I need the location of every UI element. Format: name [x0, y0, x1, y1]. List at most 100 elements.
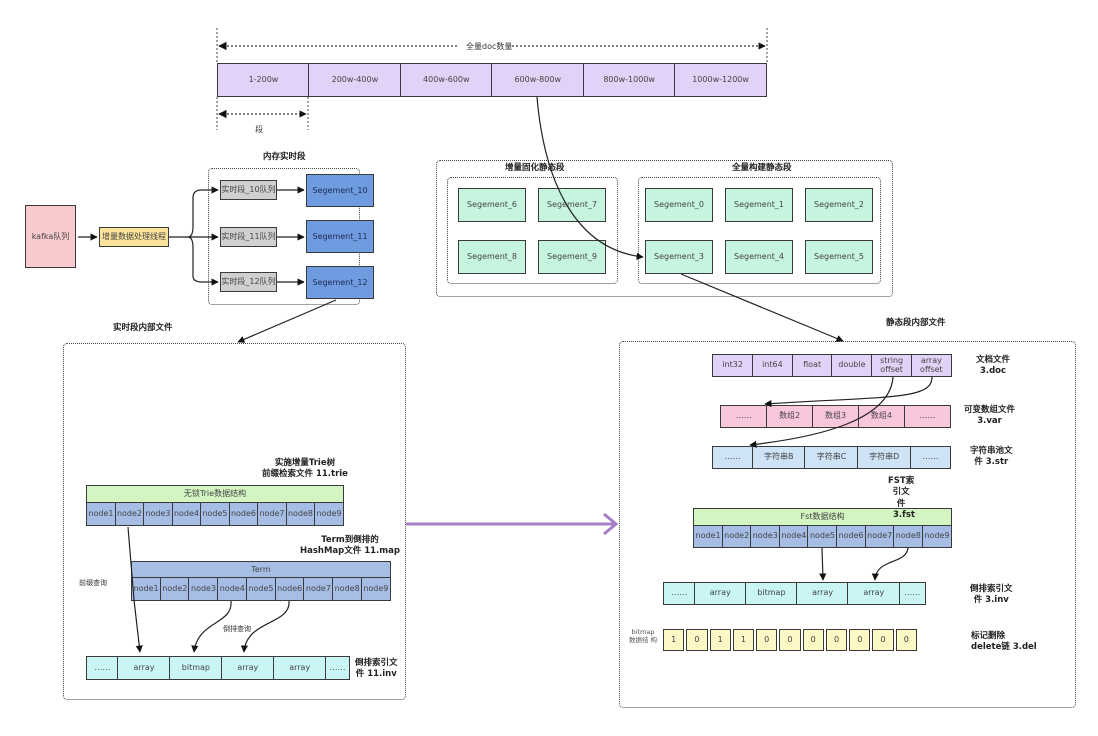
term-node: node9: [360, 577, 391, 601]
term-node: node8: [332, 577, 363, 601]
inv-cell: bitmap: [745, 582, 798, 605]
str-label-line2: 件 3.str: [974, 457, 1009, 468]
fst-node: node7: [864, 525, 895, 548]
str-cell: 字符串B: [751, 446, 806, 469]
fst-header: Fst数据结构 3.fst: [693, 508, 952, 526]
map-file-label: Term到倒排的 HashMap文件 11.map: [300, 535, 400, 558]
bitmap-bit: 0: [802, 629, 824, 651]
range-cell: 1000w-1200w: [674, 63, 768, 97]
var-cell: ……: [720, 405, 768, 428]
fst-node-row: node1 node2 node3 node4 node5 node6 node…: [693, 525, 952, 548]
static-segment: Segement_0: [645, 188, 713, 222]
fst-node: node8: [893, 525, 924, 548]
var-label-line2: 3.var: [977, 416, 1002, 427]
trie-node-row: node1 node2 node3 node4 node5 node6 node…: [86, 502, 344, 526]
segment-span-label: 段: [255, 125, 263, 134]
static-inv-line2: 件 3.inv: [973, 595, 1009, 606]
del-file-label: 标记删除 delete链 3.del: [971, 631, 1037, 654]
trie-node: node8: [285, 502, 316, 526]
var-file-label: 可变数组文件 3.var: [964, 405, 1015, 428]
range-cell: 1-200w: [217, 63, 310, 97]
bitmap-bit: 0: [895, 629, 917, 651]
str-cell: 字符串D: [857, 446, 912, 469]
bitmap-bit: 0: [849, 629, 871, 651]
doc-cell: double: [831, 354, 873, 377]
var-row: …… 数组2 数组3 数组4 ……: [720, 405, 952, 428]
realtime-segment: Segement_10: [306, 174, 374, 207]
var-cell: 数组2: [765, 405, 814, 428]
fst-node: node9: [921, 525, 952, 548]
realtime-queue: 实时段_12队列: [220, 272, 277, 292]
realtime-inv-line1: 倒排索引文: [355, 658, 398, 668]
static-segment: Segement_7: [538, 188, 606, 222]
trie-file-label: 实施增量Trie树 前缀检索文件 11.trie: [262, 458, 348, 481]
inv-cell: array: [273, 656, 327, 680]
static-inv-label: 倒排索引文 件 3.inv: [970, 584, 1013, 607]
fst-label-line2: 引文: [892, 487, 910, 498]
fst-file-label: FST索 引文 件: [888, 476, 914, 510]
fst-node: node6: [836, 525, 867, 548]
term-node: node4: [217, 577, 248, 601]
var-cell: 数组3: [811, 405, 860, 428]
trie-node: node9: [314, 502, 344, 526]
bitmap-bit: 1: [732, 629, 755, 651]
inv-cell: ……: [898, 582, 926, 605]
inv-cell: ……: [86, 656, 119, 680]
static-segment: Segement_9: [538, 240, 606, 274]
map-label-line1: Term到倒排的: [321, 535, 379, 545]
bitmap-bit: 0: [872, 629, 894, 651]
realtime-to-static-arrow: [406, 512, 619, 536]
doc-cell: array offset: [910, 354, 952, 377]
range-cell: 400w-600w: [399, 63, 493, 97]
static-segment: Segement_4: [725, 240, 793, 274]
range-cell: 200w-400w: [308, 63, 402, 97]
str-row: …… 字符串B 字符串C 字符串D ……: [712, 446, 951, 469]
doc-range-bar: 1-200w 200w-400w 400w-600w 600w-800w 800…: [217, 63, 768, 97]
fst-file-name: 3.fst: [893, 510, 915, 520]
var-label-line1: 可变数组文件: [964, 405, 1016, 415]
inv-cell: array: [117, 656, 171, 680]
fst-node: node1: [693, 525, 724, 548]
realtime-segment: Segement_11: [306, 220, 374, 253]
realtime-segment: Segement_12: [306, 266, 374, 299]
inverted-query-label: 倒排查询: [223, 625, 251, 633]
term-node: node6: [274, 577, 305, 601]
del-label-line2: delete链 3.del: [971, 642, 1037, 653]
trie-label-line2: 前缀检索文件 11.trie: [262, 469, 348, 480]
trie-header: 无锁Trie数据结构: [86, 485, 344, 503]
doc-label-line1: 文档文件: [976, 355, 1011, 365]
term-header: Term: [131, 561, 391, 578]
term-node: node5: [245, 577, 277, 601]
term-node: node1: [131, 577, 162, 601]
static-files-title: 静态段内部文件: [886, 318, 946, 328]
realtime-queue: 实时段_11队列: [220, 227, 277, 247]
realtime-files-title: 实时段内部文件: [113, 323, 173, 333]
range-cell: 600w-800w: [491, 63, 585, 97]
trie-node: node7: [257, 502, 287, 526]
fst-header-text: Fst数据结构: [800, 512, 845, 522]
trie-node: node2: [114, 502, 145, 526]
map-label-line2: HashMap文件 11.map: [300, 546, 400, 557]
inv-cell: ……: [324, 656, 351, 680]
del-label-line1: 标记删除: [971, 631, 1006, 641]
static-segment: Segement_1: [725, 188, 793, 222]
fst-node: node4: [778, 525, 809, 548]
bitmap-bit: 0: [779, 629, 801, 651]
bitmap-bit: 1: [709, 629, 731, 651]
str-cell: ……: [712, 446, 754, 469]
doc-cell: int32: [712, 354, 754, 377]
realtime-files-group: [63, 343, 406, 700]
static-inv-line1: 倒排索引文: [970, 584, 1013, 594]
static-segment: Segement_6: [458, 188, 526, 222]
segment12-to-files-arrow: [237, 299, 337, 343]
prefix-query-label: 前缀查询: [79, 579, 107, 587]
static-segment: Segement_5: [805, 240, 873, 274]
trie-label-line1: 实施增量Trie树: [274, 458, 336, 468]
bitmap-bit: 0: [756, 629, 778, 651]
var-cell: 数组4: [857, 405, 906, 428]
inv-cell: ……: [663, 582, 696, 605]
fst-label-line3: 件: [896, 498, 906, 509]
static-segments-group: [436, 160, 893, 297]
trie-node: node3: [143, 502, 173, 526]
